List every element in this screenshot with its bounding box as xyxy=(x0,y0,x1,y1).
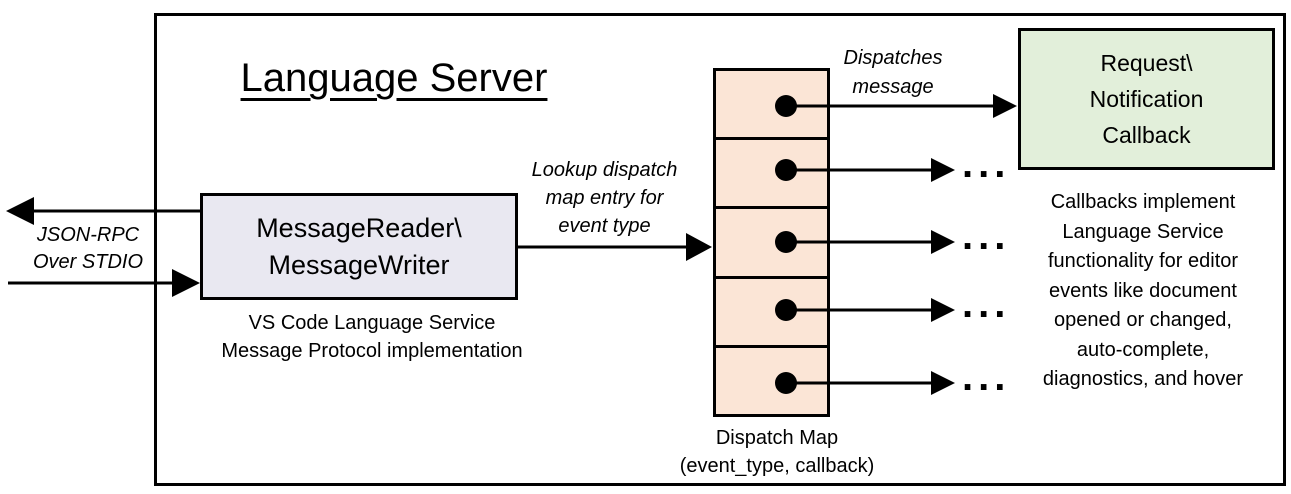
lookup-label-line2: map entry for xyxy=(545,187,664,209)
dispatch-map-cell-2 xyxy=(716,137,827,206)
stdio-label-line1: JSON-RPC xyxy=(36,224,140,246)
callbacks-note-line3: functionality for editor xyxy=(1047,250,1239,272)
reader-box-line1: MessageReader\ xyxy=(256,212,462,243)
dispatches-label-line2: message xyxy=(852,76,934,98)
reader-caption-line1: VS Code Language Service xyxy=(248,312,496,334)
dispatch-map-box xyxy=(713,68,830,417)
callbacks-note-line4: events like document xyxy=(1049,279,1237,302)
dispatch-map-cell-3 xyxy=(716,206,827,275)
callbacks-note: Callbacks implement Language Service fun… xyxy=(1007,188,1279,395)
callback-box-line2: Notification xyxy=(1089,86,1204,112)
callbacks-note-line5: opened or changed, xyxy=(1054,309,1232,331)
diagram-title: Language Server xyxy=(240,56,548,100)
dispatch-map-cell-5 xyxy=(716,344,827,414)
dispatch-map-caption: Dispatch Map (event_type, callback) xyxy=(640,424,914,480)
dispatch-caption-line1: Dispatch Map xyxy=(715,427,839,449)
reader-box-line2: MessageWriter xyxy=(268,249,450,280)
stdio-out-arrowhead-icon xyxy=(6,197,34,225)
callbacks-note-line6: auto-complete, xyxy=(1076,338,1210,361)
message-reader-writer-box: MessageReader\ MessageWriter xyxy=(200,193,518,300)
reader-box-caption: VS Code Language Service Message Protoco… xyxy=(182,309,562,365)
dispatch-map-cell-4 xyxy=(716,275,827,345)
dispatch-map-cell-1 xyxy=(716,71,827,137)
callback-box-line1: Request\ xyxy=(1100,50,1193,76)
stdio-flow-label: JSON-RPC Over STDIO xyxy=(18,222,158,276)
dispatch-caption-line2: (event_type, callback) xyxy=(679,455,875,477)
reader-caption-line2: Message Protocol implementation xyxy=(221,340,523,362)
dispatches-label-line1: Dispatches xyxy=(843,47,943,69)
callbacks-note-line7: diagnostics, and hover xyxy=(1042,368,1244,390)
callbacks-note-line2: Language Service xyxy=(1062,220,1224,243)
lookup-label-line1: Lookup dispatch xyxy=(531,159,678,181)
callbacks-note-line1: Callbacks implement xyxy=(1050,191,1236,213)
stdio-label-line2: Over STDIO xyxy=(32,251,143,273)
dispatches-message-label: Dispatches message xyxy=(830,44,956,102)
callback-box-line3: Callback xyxy=(1102,122,1191,148)
request-notification-callback-box: Request\ Notification Callback xyxy=(1018,28,1275,170)
lookup-dispatch-label: Lookup dispatch map entry for event type xyxy=(517,156,692,240)
language-server-boundary-box xyxy=(154,13,1286,486)
lookup-label-line3: event type xyxy=(558,215,651,237)
